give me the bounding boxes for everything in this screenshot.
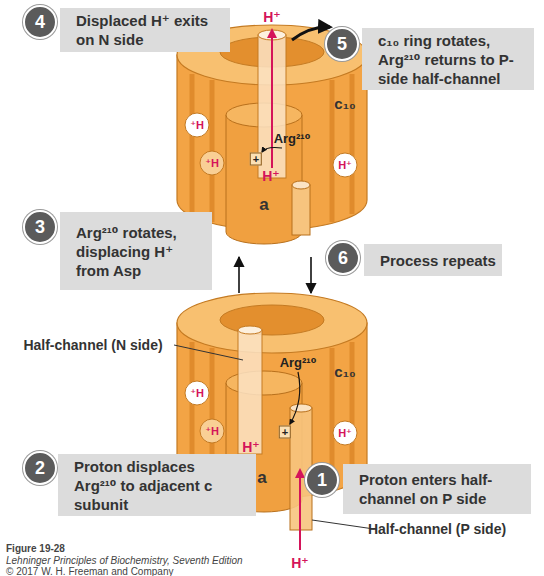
p-half-channel-top — [290, 404, 312, 412]
proton-label: H⁺ — [263, 9, 281, 25]
step-text: Proton displaces Arg²¹⁰ to adjacent c su… — [74, 457, 215, 514]
cycle-arrow — [238, 257, 240, 293]
callout-number: 4 — [23, 5, 57, 39]
proton-label: ⁺H — [205, 157, 219, 170]
p-half-channel-top — [292, 181, 310, 189]
ring-top — [177, 293, 367, 353]
callout-label: Half-channel (N side) — [23, 337, 162, 353]
charge-symbol: + — [279, 426, 291, 439]
proton-site — [185, 381, 209, 405]
proton-label: ⁺H — [205, 425, 219, 438]
proton-label: H⁺ — [338, 159, 352, 172]
figure-credit: Lehninger Principles of Biochemistry, Se… — [6, 555, 243, 566]
proton-label: H⁺ — [291, 555, 309, 571]
step-text: Proton enters half-channel on P side — [359, 470, 521, 508]
step-text: Displaced H⁺ exits on N side — [76, 11, 211, 49]
proton-site — [333, 153, 357, 177]
proton-entry-arrow — [299, 470, 301, 550]
charge-symbol: + — [250, 153, 262, 166]
step-text: c₁₀ ring rotates, Arg²¹⁰ returns to P-si… — [378, 31, 530, 88]
part-label: a — [257, 468, 266, 488]
arg-swing-arrow — [290, 372, 300, 424]
callout-number: 2 — [23, 451, 57, 485]
step-text: Arg²¹⁰ rotates, displacing H⁺ from Asp — [76, 223, 201, 280]
step-box: 2Proton displaces Arg²¹⁰ to adjacent c s… — [58, 454, 256, 516]
proton-site — [200, 151, 224, 175]
proton-site — [200, 419, 224, 443]
p-half-channel — [292, 185, 310, 235]
callout-number: 5 — [325, 27, 359, 61]
step-box: 3Arg²¹⁰ rotates, displacing H⁺ from Asp — [60, 212, 212, 290]
callout-number: 6 — [326, 241, 360, 275]
proton-label: ⁺H — [190, 119, 204, 132]
arg-swing-arrow — [262, 148, 282, 153]
step-box: 6Process repeats — [364, 244, 502, 276]
figure-credit: © 2017 W. H. Freeman and Company — [6, 566, 173, 576]
part-label: c₁₀ — [334, 95, 355, 112]
step-box: 1Proton enters half-channel on P side — [343, 464, 531, 514]
part-label: c₁₀ — [334, 363, 355, 380]
ring-hole — [220, 305, 324, 335]
step-box: 5c₁₀ ring rotates, Arg²¹⁰ returns to P-s… — [362, 28, 534, 90]
callout-label: Half-channel (P side) — [368, 521, 506, 537]
rotation-arrow — [292, 27, 330, 40]
proton-label: H⁺ — [262, 168, 280, 184]
part-label: Arg²¹⁰ — [274, 131, 311, 146]
a-subunit-top — [226, 371, 302, 395]
proton-label: H⁺ — [338, 427, 352, 440]
proton-label: H⁺ — [242, 439, 260, 455]
part-label: Arg²¹⁰ — [280, 355, 317, 370]
proton-label: ⁺H — [190, 387, 204, 400]
callout-number: 3 — [23, 210, 57, 244]
leader-line — [312, 520, 374, 529]
cycle-arrow — [310, 257, 312, 293]
proton-site — [333, 421, 357, 445]
n-half-channel — [238, 330, 262, 454]
figure-credit: Figure 19-28 — [6, 543, 65, 554]
leader-line — [174, 345, 243, 360]
step-box: 4Displaced H⁺ exits on N side — [60, 8, 230, 52]
part-label: a — [259, 195, 268, 215]
proton-site — [185, 113, 209, 137]
callout-number: 1 — [305, 463, 339, 497]
n-half-channel-top — [238, 326, 262, 334]
step-text: Process repeats — [380, 251, 508, 270]
